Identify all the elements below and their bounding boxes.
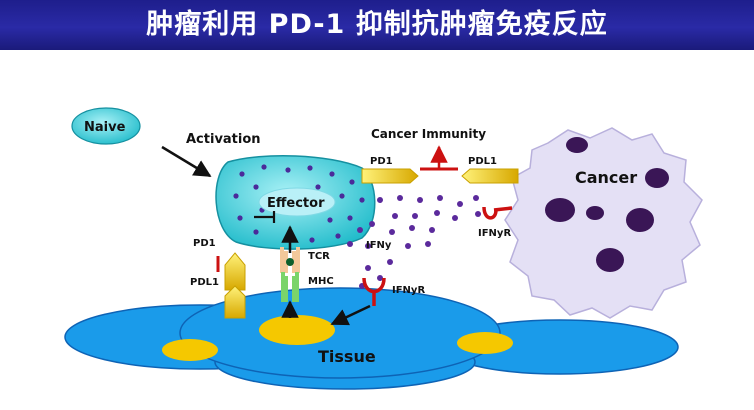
tissue-cells — [64, 287, 679, 390]
slide-title: 肿瘤利用 PD-1 抑制抗肿瘤免疫反应 — [146, 9, 608, 40]
naive-label: Naive — [84, 120, 126, 135]
ifnyr-receptor-bottom — [362, 277, 386, 294]
pdl1-left-label: PDL1 — [190, 277, 219, 288]
ifny-cytokines — [347, 195, 481, 289]
tissue-label: Tissue — [318, 347, 376, 366]
pd1-left-label: PD1 — [193, 238, 216, 249]
naive-cell — [71, 107, 141, 145]
ifnyr-right-stem — [493, 206, 513, 212]
cancer-immunity-inhibition — [420, 145, 458, 171]
effector-nucleus — [258, 187, 336, 217]
effector-inhibition-bar — [254, 211, 276, 223]
tcr-label: TCR — [308, 251, 330, 262]
effector-label: Effector — [267, 196, 325, 211]
activation-label: Activation — [186, 132, 261, 147]
ifnyr-right-label: IFNyR — [478, 228, 511, 239]
effector-granules — [233, 164, 365, 243]
activation-arrow — [161, 145, 212, 178]
pd1-receptor-left — [224, 252, 246, 291]
pdl1-ligand-top — [461, 168, 519, 184]
pd1-diagram: Tissue Cancer Naive Activation — [64, 107, 703, 390]
cancer-cell — [504, 127, 703, 319]
tcr-receptor — [280, 247, 300, 273]
cancer-label: Cancer — [575, 168, 637, 187]
ifny-label: IFNy — [366, 240, 392, 251]
cancer-immunity-label: Cancer Immunity — [371, 127, 486, 141]
ifnyr-receptor-right — [482, 206, 498, 220]
mhc-label: MHC — [308, 276, 334, 287]
pd1-top-label: PD1 — [370, 156, 393, 167]
cancer-nuclei — [545, 137, 669, 272]
title-bar — [0, 0, 754, 50]
mhc-molecule — [281, 272, 299, 302]
tissue-signal-arrow — [330, 304, 371, 326]
pdl1-top-label: PDL1 — [468, 156, 497, 167]
ifnyr-bottom-label: IFNyR — [392, 285, 425, 296]
pd1-receptor-top — [361, 168, 419, 184]
pdl1-ligand-left — [224, 285, 246, 319]
antigen-peptide — [286, 258, 294, 266]
